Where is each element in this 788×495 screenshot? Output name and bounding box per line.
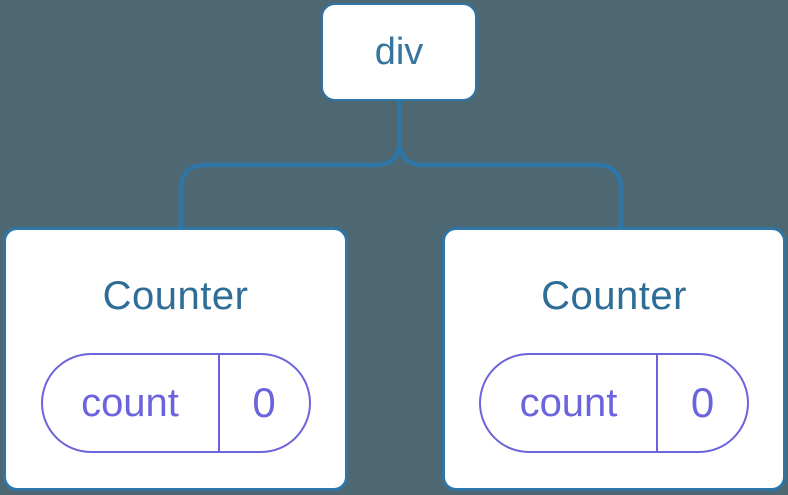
state-pill: count 0 (479, 353, 749, 453)
state-pill: count 0 (40, 353, 311, 453)
counter-title: Counter (102, 274, 249, 318)
root-node-div: div (321, 3, 477, 101)
counter-title: Counter (541, 274, 687, 318)
state-value: 0 (690, 379, 715, 426)
state-value: 0 (252, 379, 276, 426)
state-key: count (481, 355, 658, 451)
connector-right-branch (397, 100, 624, 228)
state-key: count (43, 355, 220, 451)
root-node-label: div (374, 30, 424, 73)
counter-node-left: Counter count 0 (3, 227, 348, 491)
connector-left-branch (178, 100, 402, 228)
counter-node-right: Counter count 0 (442, 227, 786, 491)
